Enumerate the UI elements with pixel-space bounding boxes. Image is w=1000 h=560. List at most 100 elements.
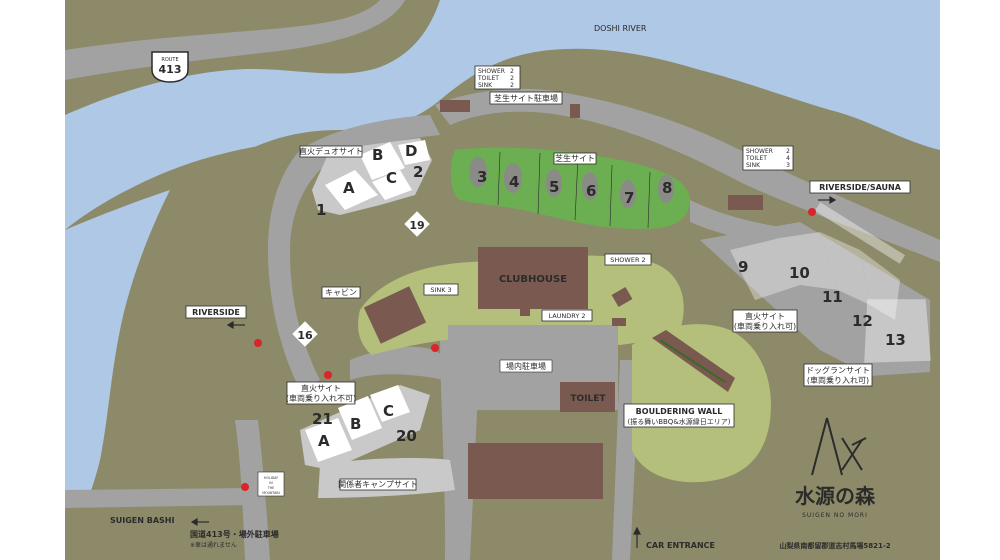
sink-small-box [423,283,459,296]
svg-text:HOLIDAY: HOLIDAY [264,476,278,480]
lawn-parking-box [489,91,563,105]
brand-name: 水源の森 [795,484,876,508]
doshi-river-label: DOSHI RIVER [594,24,647,33]
laundry-label: LAUNDRY 2 [548,312,585,320]
duo-site-b: B [372,146,383,164]
duo-site-tiles [325,140,430,210]
svg-text:2: 2 [510,75,514,82]
svg-text:SINK: SINK [746,162,761,169]
lawn-site-box [553,152,597,165]
car-entrance-label: CAR ENTRANCE [646,541,715,550]
svg-text:SHOWER: SHOWER [746,148,773,155]
svg-text:TOILET: TOILET [477,75,499,82]
lawn-site-4: 4 [509,173,519,191]
duo-site-d: D [405,142,417,160]
toilet-label: TOILET [570,394,606,404]
bouldering-box [623,403,735,428]
duo-site-label: 直火デュオサイト [299,146,363,156]
svg-text:2: 2 [510,82,514,89]
laundry-box [541,309,593,322]
no-entry-signs [241,208,816,491]
cabin-label: キャビン [325,288,357,297]
lawn-site-label: 芝生サイト [555,153,595,163]
suigen-bashi-label: SUIGEN BASHI [110,516,174,525]
svg-text:413: 413 [159,63,182,76]
direct-fire-car-line1: 直火サイト [745,311,785,321]
direction-arrows [190,195,837,548]
svg-text:TOILET: TOILET [745,155,767,162]
right-site-11: 11 [822,288,843,306]
lower-river [65,190,170,505]
riverside-box [185,305,247,319]
staff-camp-zone [318,457,455,498]
right-site-9: 9 [738,258,748,276]
parking-outside-line1: 国道413号・場外駐車場 [190,529,279,539]
onsite-parking-label: 場内駐車場 [506,361,546,371]
right-site-13: 13 [885,331,906,349]
lower-site-tiles [305,385,410,462]
riverside-label: RIVERSIDE [192,308,240,317]
small-buildings [363,100,763,344]
duo-site-1: 1 [316,201,326,219]
lower-site-a: A [318,432,330,450]
svg-text:ROUTE: ROUTE [161,57,178,63]
dog-run-outline [864,299,931,363]
lower-site-c: C [383,402,394,420]
onsite-parking-label-box [499,359,553,373]
right-site-12: 12 [852,312,873,330]
facility-top-box: SHOWER 2 TOILET 2 SINK 2 [474,65,521,90]
direct-fire-car-line2: (車両乗り入れ可) [734,321,796,331]
cabin-box [321,286,361,299]
duo-site-box [299,145,363,158]
brand-address: 山梨県南都留郡道志村馬場5821-2 [779,541,890,550]
lawn-site-7: 7 [624,189,634,207]
riverside-sauna-label: RIVERSIDE/SAUNA [819,183,902,192]
lawn-site-5: 5 [549,178,559,196]
facility-right-box: SHOWER 2 TOILET 4 SINK 3 [742,145,794,171]
svg-text:SINK: SINK [478,82,493,89]
shower-small-box [604,253,652,266]
svg-text:SHOWER: SHOWER [478,68,505,75]
dog-run-line2: (車両乗り入れ可) [807,375,869,385]
svg-text:IN: IN [269,481,273,485]
lawn-site-6: 6 [586,182,596,200]
bouldering-line1: BOULDERING WALL [636,407,723,416]
lawn-parking-label: 芝生サイト駐車場 [494,93,558,103]
site-16-tile [292,321,318,347]
svg-text:THE: THE [267,486,274,490]
toilet-building [560,382,615,412]
site-19: 19 [409,219,424,232]
lower-site-b: B [350,415,361,433]
shower-small-label: SHOWER 2 [610,256,645,264]
right-sites [730,232,900,320]
lower-site-21: 21 [312,410,333,428]
right-site-zone [700,222,930,376]
clubhouse-label: CLUBHOUSE [499,274,567,285]
right-site-10: 10 [789,264,810,282]
direct-fire-no-car-box [286,381,356,405]
svg-text:2: 2 [786,148,790,155]
svg-text:2: 2 [510,68,514,75]
lawn-dividers [497,151,651,229]
lower-site-20: 20 [396,427,417,445]
lawn-trees [469,157,674,208]
dog-run-box [803,363,873,387]
sink-small-label: SINK 3 [430,286,451,294]
lower-building [468,443,603,499]
duo-site-c: C [386,169,397,187]
parking-outside-line2: ※車は通れません [190,541,237,549]
lawn-site-8: 8 [662,179,672,197]
brand-logo-mark [811,417,867,476]
svg-text:3: 3 [786,162,790,169]
bouldering-grass [632,324,771,483]
bouldering-line2: (振る舞いBBQ&水源縁日エリア) [627,417,730,426]
staff-camp-box [339,478,417,491]
doshi-river [65,0,940,490]
svg-text:4: 4 [786,155,790,162]
svg-text:MOUNTAIN: MOUNTAIN [262,491,280,495]
duo-site-a: A [343,179,355,197]
direct-fire-no-car-line1: 直火サイト [301,383,341,393]
direct-fire-car-box [732,309,798,333]
holiday-sign: HOLIDAY IN THE MOUNTAIN [257,471,285,497]
